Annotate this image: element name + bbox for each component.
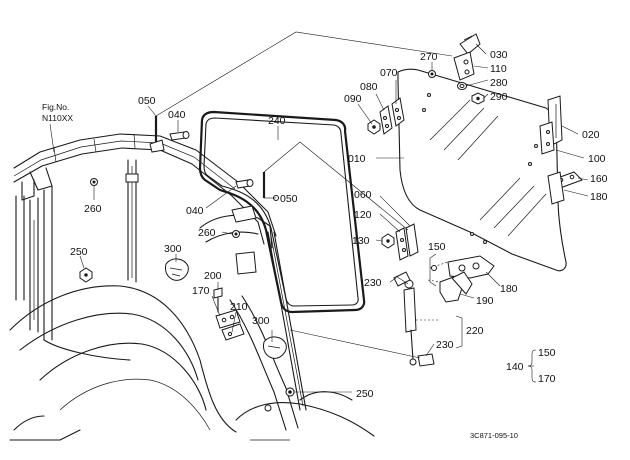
callout-120: 120 [354, 209, 372, 221]
hinge-plate-080 [379, 105, 393, 135]
callout-260-left: 260 [84, 203, 102, 215]
nut-250-right [285, 387, 295, 397]
window-seal-240 [198, 110, 366, 314]
glass-door-010 [397, 68, 567, 272]
callout-300-lower: 300 [252, 315, 270, 327]
callout-180-right: 180 [590, 191, 608, 203]
bracket-020 [539, 95, 563, 155]
callout-010: 010 [348, 153, 366, 165]
latch-assembly [427, 255, 495, 303]
leader-lines [49, 31, 589, 393]
callout-150-sub: 150 [538, 347, 556, 359]
beam-bracket [231, 205, 257, 275]
callout-240: 240 [268, 115, 286, 127]
pin-040-upper [169, 131, 190, 141]
fig-no-label: Fig.No. [42, 102, 69, 112]
bolt-270 [428, 70, 436, 78]
bolt-200 [213, 287, 223, 313]
callout-140: 140 [506, 361, 524, 373]
callout-190: 190 [476, 295, 494, 307]
labels: Fig.No. N110XX 050 040 240 260 040 050 2… [42, 49, 608, 440]
callout-230-lower: 230 [436, 339, 454, 351]
callout-300-upper: 300 [164, 243, 182, 255]
callout-170-left: 170 [192, 285, 210, 297]
callout-290: 290 [490, 91, 508, 103]
washer-280 [457, 82, 467, 90]
callout-050-lower: 050 [280, 193, 298, 205]
callout-280: 280 [490, 77, 508, 89]
callout-170-sub: 170 [538, 373, 556, 385]
callout-160: 160 [590, 173, 608, 185]
hinge-030 [453, 33, 481, 81]
callout-030: 030 [490, 49, 508, 61]
hinge-plate-070 [391, 97, 405, 127]
clip-050-upper [149, 116, 165, 153]
bracket-210 [221, 323, 245, 341]
callout-050-upper: 050 [138, 95, 156, 107]
callout-080: 080 [360, 81, 378, 93]
callout-200: 200 [204, 270, 222, 282]
nut-290 [471, 92, 485, 105]
callout-250-left: 250 [70, 246, 88, 258]
bolt-260-left [90, 178, 98, 186]
callout-090: 090 [344, 93, 362, 105]
callout-110: 110 [490, 63, 507, 75]
callout-070: 070 [380, 67, 398, 79]
callout-210: 210 [230, 301, 248, 313]
nut-130 [381, 233, 395, 249]
callout-270: 270 [420, 51, 438, 63]
callout-130: 130 [352, 235, 370, 247]
nut-090 [367, 119, 381, 135]
gas-strut-220 [403, 279, 440, 366]
clip-050-lower [262, 172, 279, 201]
callout-180-lower: 180 [500, 283, 518, 295]
callout-230-upper: 230 [364, 277, 382, 289]
bolt-260-center [232, 230, 240, 238]
hinge-060 [395, 223, 419, 261]
bracket-180 [547, 171, 565, 205]
callout-040-upper: 040 [168, 109, 186, 121]
strut-end-230b [417, 353, 435, 367]
strut-end-230a [393, 271, 411, 287]
callout-250-right: 250 [356, 388, 374, 400]
callout-040-lower: 040 [186, 205, 204, 217]
callout-060: 060 [354, 189, 372, 201]
callout-150: 150 [428, 241, 446, 253]
fig-no-value: N110XX [42, 113, 73, 123]
callout-260-center: 260 [198, 227, 216, 239]
nut-250-left [79, 267, 93, 283]
knob-300-upper [165, 258, 189, 281]
callout-220: 220 [466, 325, 484, 337]
callout-100: 100 [588, 153, 606, 165]
pin-040-lower [235, 179, 254, 189]
knob-300-lower [263, 336, 287, 359]
callout-020: 020 [582, 129, 600, 141]
drawing-code: 3C871-095-10 [470, 431, 518, 440]
